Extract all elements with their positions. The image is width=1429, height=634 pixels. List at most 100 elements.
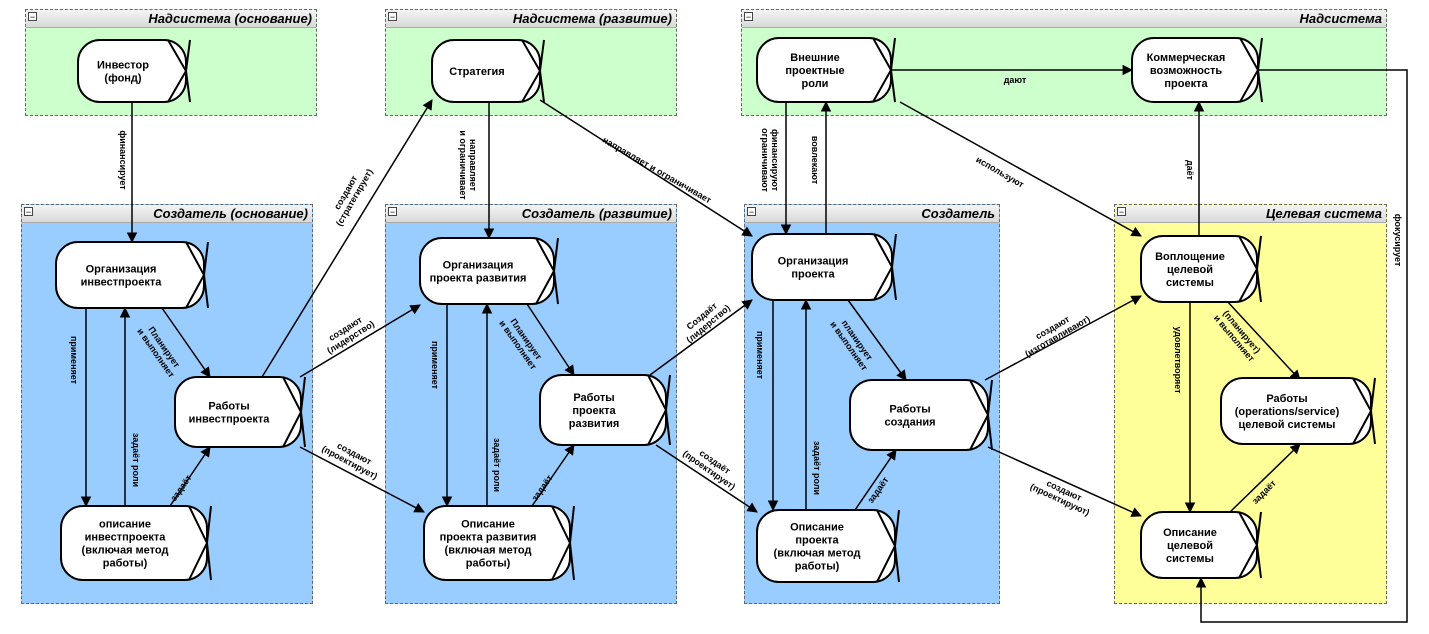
collapse-icon[interactable]: − [744, 12, 753, 22]
node-strategy[interactable]: Стратегия [431, 39, 545, 103]
node-marker [647, 374, 671, 446]
node-label: Описание [790, 522, 844, 534]
node-marker [1238, 235, 1262, 303]
node-investor[interactable]: Инвестор(фонд) [77, 39, 191, 103]
node-label: Организация [86, 264, 157, 276]
node-label: создания [884, 417, 935, 429]
edge-desc-works-inv[interactable] [169, 446, 211, 507]
group-title: Создатель (основание) [22, 205, 312, 223]
edge-worksdev-descproj[interactable] [655, 444, 758, 513]
node-label: Описание [1163, 527, 1217, 539]
edge-label-works-embodiment: создают(изготавливают) [1023, 314, 1091, 359]
edge-label-commercial-desctarget: фокусирует [1393, 214, 1403, 267]
edge-label-embodiment-desc: удовлетворяет [1173, 326, 1183, 394]
edge-label-line: применяет [69, 336, 79, 385]
edge-label-line: применяет [430, 341, 440, 390]
edge-works-strategy[interactable] [261, 99, 433, 378]
edge-strategy-orgproj[interactable] [539, 99, 753, 237]
node-label: целевой [1167, 540, 1213, 552]
edge-label-line: и ограничивает [458, 130, 468, 200]
node-label: Коммерческая [1147, 52, 1226, 64]
collapse-icon[interactable]: − [28, 12, 37, 22]
node-marker [1238, 511, 1262, 579]
edge-works-desctarget[interactable] [987, 446, 1142, 517]
collapse-icon[interactable]: − [747, 207, 756, 217]
edge-label-orgproj-descproj: применяет [755, 331, 765, 380]
edge-label-line: используют [974, 154, 1026, 190]
group-title: Целевая система [1115, 205, 1386, 223]
edge-label-ext-commercial: дают [1004, 75, 1027, 85]
edge-orgdev-worksdev[interactable] [526, 303, 575, 376]
edge-works-embodiment[interactable] [984, 295, 1142, 381]
node-label: роли [802, 78, 829, 90]
collapse-icon[interactable]: − [388, 12, 397, 22]
edge-desctarget-ops[interactable] [1229, 443, 1301, 513]
group-title: Создатель (развитие) [386, 205, 676, 223]
edge-label-embodiment-commercial: даёт [1185, 160, 1195, 181]
edge-label-line: финансируют [770, 129, 780, 192]
node-marker [167, 39, 191, 103]
node-label: целевой системы [1239, 419, 1336, 431]
node-label: инвестпроекта [85, 532, 167, 544]
edge-embodiment-ops[interactable] [1225, 299, 1301, 381]
edge-org-works-inv[interactable] [161, 307, 211, 378]
node-label: системы [1166, 553, 1214, 565]
nodes-layer: Инвестор(фонд)СтратегияВнешниепроектныер… [55, 37, 1376, 583]
edge-label-line: вовлекают [810, 136, 820, 185]
collapse-icon[interactable]: − [388, 207, 397, 217]
edge-worksdev-orgproj[interactable] [649, 299, 753, 376]
node-label: (включая метод [774, 548, 861, 560]
edge-label-embodiment-ops: (планирует)и выполняет [1212, 308, 1263, 364]
node-label: описание [99, 519, 151, 531]
edge-label-line: задаёт [168, 473, 193, 503]
edge-descdev-worksdev[interactable] [531, 444, 575, 507]
edge-commercial-desctarget[interactable] [1195, 69, 1408, 623]
edge-works-descdev[interactable] [299, 446, 425, 513]
node-marker [876, 509, 900, 583]
node-label: проекта [1164, 78, 1208, 90]
edge-orgproj-works[interactable] [847, 299, 907, 381]
collapse-icon[interactable]: − [1117, 207, 1126, 217]
edge-label-org-desc-inv: применяет [69, 336, 79, 385]
edge-label-orgdev-descdev: применяет [430, 341, 440, 390]
node-label: развития [569, 418, 620, 430]
node-label: проектные [785, 65, 844, 77]
node-label: Внешние [790, 52, 839, 64]
collapse-icon[interactable]: − [24, 207, 33, 217]
node-label: Воплощение [1155, 251, 1225, 263]
node-marker [969, 379, 993, 451]
node-label: (включая метод [82, 545, 169, 557]
node-label: Описание [461, 519, 515, 531]
node-works-ops[interactable]: Работы(operations/service)целевой систем… [1220, 377, 1376, 445]
edge-label-line: направляет [468, 139, 478, 192]
node-label: (operations/service) [1235, 406, 1340, 418]
node-label: Организация [778, 256, 849, 268]
edge-descproj-works[interactable] [854, 449, 897, 511]
node-marker [185, 241, 209, 309]
edge-works-orgdev[interactable] [299, 304, 421, 378]
edge-label-line: финансирует [118, 130, 128, 190]
edge-ext-embodiment[interactable] [899, 101, 1142, 237]
node-label: системы [1166, 277, 1214, 289]
node-marker [1239, 37, 1263, 103]
edge-label-ext-embodiment: используют [974, 154, 1026, 190]
node-marker [873, 233, 897, 301]
node-marker [535, 237, 559, 305]
